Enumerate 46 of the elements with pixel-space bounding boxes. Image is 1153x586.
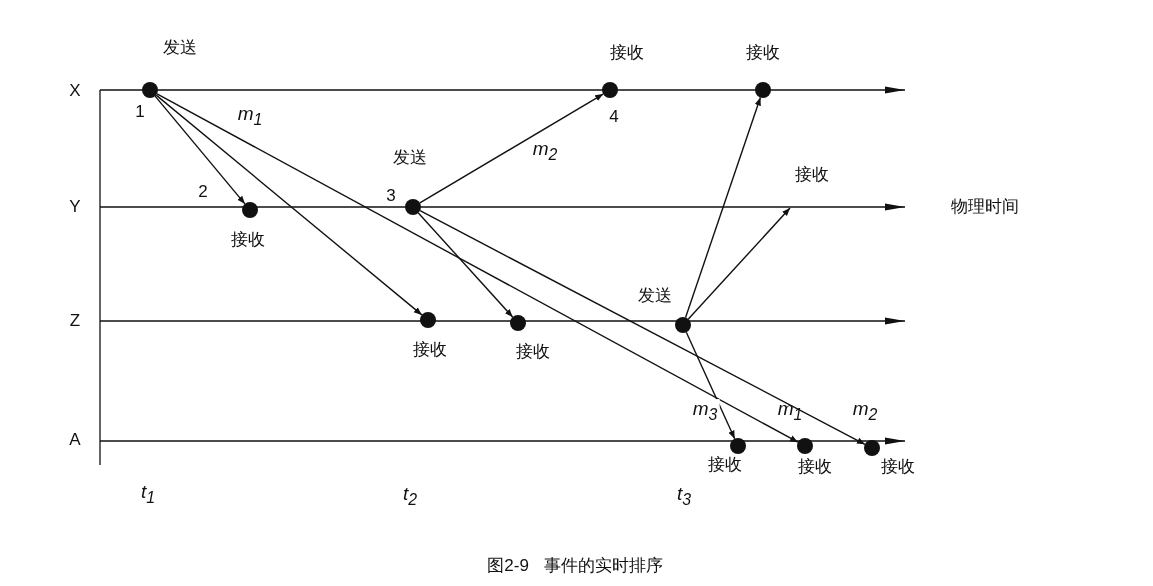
event-label: 接收	[413, 340, 447, 360]
figure-caption: 图2-9 事件的实时排序	[487, 556, 663, 576]
time-label: t$_{2}$	[402, 484, 418, 510]
event-label: 接收	[798, 457, 832, 477]
event-label: 接收	[516, 342, 550, 362]
event-label: 发送	[393, 148, 427, 168]
message-arrow	[684, 96, 762, 319]
event-dot	[797, 438, 813, 454]
event-label: 接收	[610, 43, 644, 63]
event-label: 2	[198, 182, 208, 202]
event-label: 4	[609, 107, 619, 127]
event-dot	[864, 440, 880, 456]
event-dot	[675, 317, 691, 333]
time-label: t$_{1}$	[140, 482, 156, 508]
lifeline-label: Z	[69, 311, 81, 331]
message-arrow	[687, 207, 791, 320]
message-arrow	[156, 93, 799, 443]
event-dot	[510, 315, 526, 331]
event-label: 接收	[708, 455, 742, 475]
event-dot	[730, 438, 746, 454]
event-label: 发送	[163, 38, 197, 58]
event-label: 发送	[638, 286, 672, 306]
message-arrow	[419, 93, 604, 204]
message-arrow	[685, 331, 736, 440]
lifeline-label: X	[69, 81, 81, 101]
event-dot	[242, 202, 258, 218]
event-label: 接收	[231, 230, 265, 250]
message-arrow	[417, 212, 514, 318]
lifeline-label: Y	[69, 197, 81, 217]
message-label: m$_{1}$	[777, 399, 803, 425]
event-dot	[142, 82, 158, 98]
event-label: 1	[135, 102, 145, 122]
time-label: t$_{3}$	[676, 484, 692, 510]
lifeline-label: A	[69, 430, 81, 450]
event-label: 接收	[746, 43, 780, 63]
event-dot	[602, 82, 618, 98]
message-arrow	[419, 210, 866, 445]
event-label: 接收	[795, 165, 829, 185]
event-label: 接收	[881, 457, 915, 477]
event-dot	[420, 312, 436, 328]
message-arrow	[154, 95, 246, 205]
event-dot	[405, 199, 421, 215]
event-dot	[755, 82, 771, 98]
event-label: 3	[386, 186, 396, 206]
axis-label: 物理时间	[951, 197, 1019, 217]
message-arrow	[155, 94, 423, 316]
